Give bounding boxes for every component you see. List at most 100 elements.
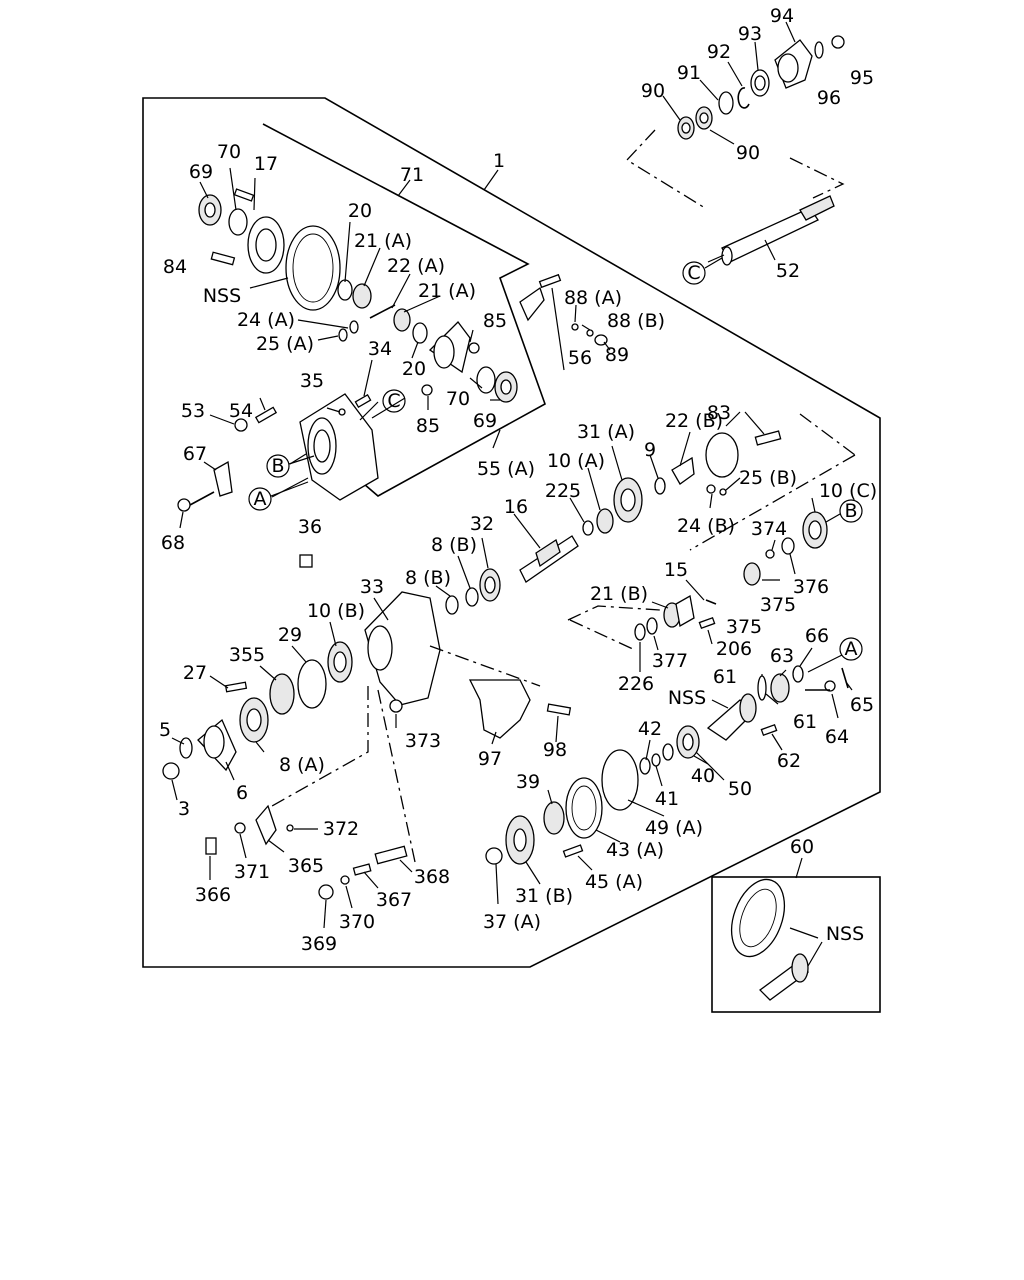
label-96: 96 <box>817 87 841 109</box>
ref-C-top-label: C <box>687 262 700 284</box>
housing-parts <box>177 359 379 568</box>
label-372: 372 <box>323 818 359 840</box>
label-368: 368 <box>414 866 450 888</box>
part-labels: 1 3 5 6 8 (A) 8 (B) 8 (B) 9 10 (A) 10 (B… <box>159 5 877 955</box>
label-88B: 88 (B) <box>607 310 665 332</box>
label-5: 5 <box>159 719 171 741</box>
ref-B-housing-label: B <box>271 455 284 477</box>
label-89: 89 <box>605 344 629 366</box>
gear-set-inset-60 <box>711 857 881 1013</box>
label-373: 373 <box>405 730 441 752</box>
label-33: 33 <box>360 576 384 598</box>
label-27: 27 <box>183 662 207 684</box>
label-376: 376 <box>793 576 829 598</box>
label-66: 66 <box>805 625 829 647</box>
ref-marker-A-right: A <box>839 637 863 661</box>
label-93: 93 <box>738 23 762 45</box>
label-nss-ring-gear: NSS <box>203 285 241 307</box>
lower-gear-parts <box>485 579 853 905</box>
label-nss-inset: NSS <box>826 923 864 945</box>
label-365: 365 <box>288 855 324 877</box>
label-22B: 22 (B) <box>665 410 723 432</box>
ref-marker-B-right: B <box>839 499 863 523</box>
label-8B-lower: 8 (B) <box>405 567 451 589</box>
label-25B: 25 (B) <box>739 467 797 489</box>
label-52: 52 <box>776 260 800 282</box>
label-98: 98 <box>543 739 567 761</box>
label-49A: 49 (A) <box>645 817 703 839</box>
label-374: 374 <box>751 518 787 540</box>
label-367: 367 <box>376 889 412 911</box>
differential-parts <box>198 167 611 410</box>
label-37A: 37 (A) <box>483 911 541 933</box>
label-97: 97 <box>478 748 502 770</box>
label-36: 36 <box>298 516 322 538</box>
label-31A: 31 (A) <box>577 421 635 443</box>
label-206: 206 <box>716 638 752 660</box>
label-62: 62 <box>777 750 801 772</box>
transfer-parts <box>435 411 856 615</box>
label-375-lower: 375 <box>726 616 762 638</box>
label-21A-lower: 21 (A) <box>418 280 476 302</box>
ref-A-housing-label: A <box>254 488 267 510</box>
label-8B-upper: 8 (B) <box>431 534 477 556</box>
ref-marker-A-housing: A <box>248 487 272 511</box>
label-90-upper: 90 <box>641 80 665 102</box>
label-10C: 10 (C) <box>819 480 877 502</box>
label-370: 370 <box>339 911 375 933</box>
label-8A: 8 (A) <box>279 754 325 776</box>
label-226: 226 <box>618 673 654 695</box>
label-225: 225 <box>545 480 581 502</box>
label-43A: 43 (A) <box>606 839 664 861</box>
label-69-right: 69 <box>473 410 497 432</box>
label-67: 67 <box>183 443 207 465</box>
label-61-lower: 61 <box>793 711 817 733</box>
reference-markers: C C B A B A <box>248 257 863 673</box>
label-1: 1 <box>493 150 505 172</box>
label-369: 369 <box>301 933 337 955</box>
ref-marker-B-housing: B <box>266 454 290 478</box>
label-70-left: 70 <box>217 141 241 163</box>
label-35: 35 <box>300 370 324 392</box>
label-nss-pinion: NSS <box>668 687 706 709</box>
label-68: 68 <box>161 532 185 554</box>
label-83: 83 <box>707 402 731 424</box>
label-91: 91 <box>677 62 701 84</box>
label-377: 377 <box>652 650 688 672</box>
label-65: 65 <box>850 694 874 716</box>
label-3: 3 <box>178 798 190 820</box>
label-60: 60 <box>790 836 814 858</box>
label-366: 366 <box>195 884 231 906</box>
label-88A: 88 (A) <box>564 287 622 309</box>
label-32: 32 <box>470 513 494 535</box>
label-61-upper: 61 <box>713 666 737 688</box>
label-50: 50 <box>728 778 752 800</box>
sub-assembly-outline-71 <box>262 123 546 497</box>
label-17: 17 <box>254 153 278 175</box>
label-355: 355 <box>229 644 265 666</box>
ref-A-right-label: A <box>845 638 858 660</box>
label-95: 95 <box>850 67 874 89</box>
label-56: 56 <box>568 347 592 369</box>
label-64: 64 <box>825 726 849 748</box>
label-375-upper: 375 <box>760 594 796 616</box>
label-41: 41 <box>655 788 679 810</box>
label-20-upper: 20 <box>348 200 372 222</box>
label-39: 39 <box>516 771 540 793</box>
label-6: 6 <box>236 782 248 804</box>
label-85-lower: 85 <box>416 415 440 437</box>
label-40: 40 <box>691 765 715 787</box>
label-85-upper: 85 <box>483 310 507 332</box>
label-53: 53 <box>181 400 205 422</box>
pinion-shaft-group <box>625 21 845 266</box>
ref-marker-C-top: C <box>682 261 706 285</box>
ref-C-housing-label: C <box>387 390 400 412</box>
label-90-lower: 90 <box>736 142 760 164</box>
label-20-lower: 20 <box>402 358 426 380</box>
label-70-right: 70 <box>446 388 470 410</box>
label-25A: 25 (A) <box>256 333 314 355</box>
label-54: 54 <box>229 400 253 422</box>
label-9: 9 <box>644 439 656 461</box>
label-24A: 24 (A) <box>237 309 295 331</box>
